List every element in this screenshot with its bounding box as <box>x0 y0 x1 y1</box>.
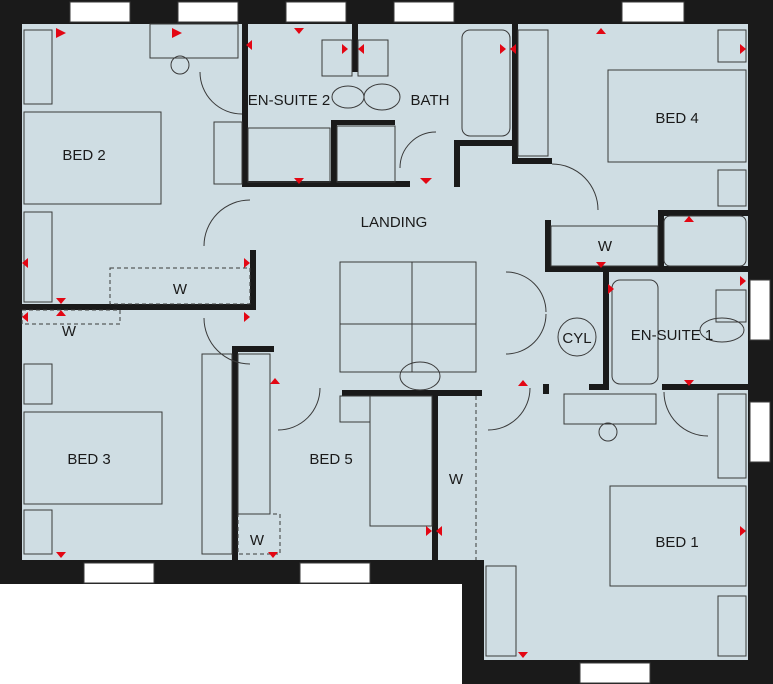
label-bed-3: BED 3 <box>67 451 110 468</box>
label-bed-3-wardrobe: W <box>62 323 77 340</box>
label-bed-4: BED 4 <box>655 110 698 127</box>
bed-2-bed <box>23 111 162 205</box>
feature-markers <box>22 28 746 658</box>
bath-shower <box>336 125 396 183</box>
bed-3-bed <box>23 411 163 505</box>
bed-4-bed <box>607 69 747 163</box>
label-bed-5-wardrobe: W <box>250 532 265 549</box>
door-swings <box>199 71 709 437</box>
label-bed-2-wardrobe: W <box>173 281 188 298</box>
room-labels: BED 2 EN-SUITE 2 BATH BED 4 LANDING W W … <box>62 92 713 551</box>
label-landing: LANDING <box>361 214 428 231</box>
en-suite-2-shower <box>247 127 331 183</box>
label-bed-5: BED 5 <box>309 451 352 468</box>
staircase <box>339 261 477 373</box>
cylinder <box>557 317 597 357</box>
label-cylinder: CYL <box>562 330 591 347</box>
label-bed-1-wardrobe: W <box>449 471 464 488</box>
label-en-suite-1: EN-SUITE 1 <box>631 327 714 344</box>
label-bed-2: BED 2 <box>62 147 105 164</box>
label-landing-wardrobe: W <box>598 238 613 255</box>
bed-1-bed <box>609 485 747 587</box>
internal-walls <box>22 24 748 560</box>
bath-tub <box>461 29 511 137</box>
en-suite-1-bath <box>611 279 659 385</box>
label-bed-1: BED 1 <box>655 534 698 551</box>
furniture <box>21 23 747 657</box>
windows <box>69 1 771 684</box>
label-en-suite-2: EN-SUITE 2 <box>248 92 331 109</box>
label-bath: BATH <box>411 92 450 109</box>
